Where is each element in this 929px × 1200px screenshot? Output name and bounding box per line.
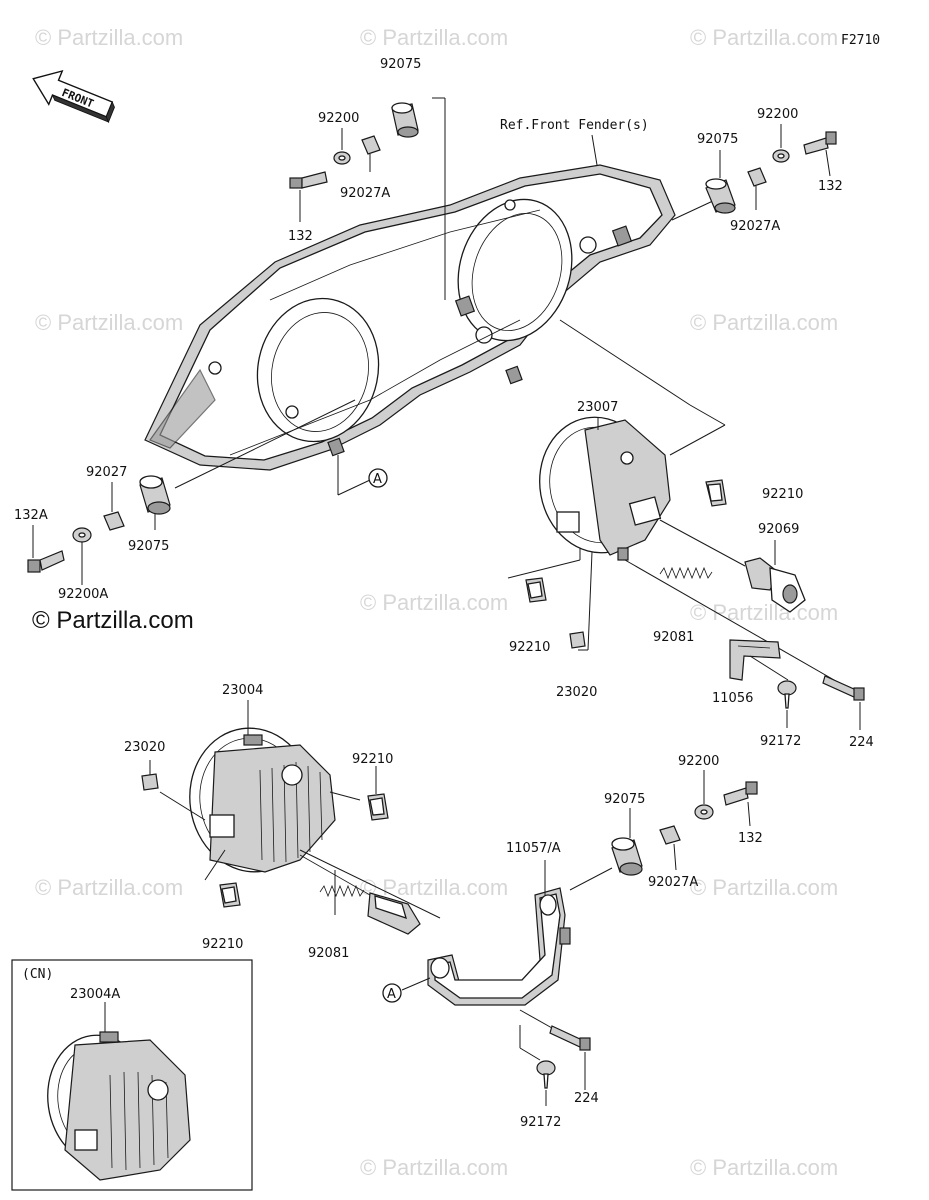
part-label[interactable]: 23007 [577,400,618,415]
watermark: © Partzilla.com [35,875,183,900]
callout-a-upper [368,468,388,488]
clip-92210-upper-left [525,577,547,603]
part-label[interactable]: 92200A [58,587,108,602]
watermark: © Partzilla.com [35,25,183,50]
spring-92081-upper [659,566,713,580]
part-label[interactable]: 92210 [202,937,243,952]
clip-92210-lower-left [219,882,241,908]
bolt-132A-left [27,550,65,573]
bolt-132-lower [723,781,758,806]
watermark: © Partzilla.com [690,1155,838,1180]
part-label[interactable]: 92172 [520,1115,561,1130]
grommet-92075-top-right [705,178,736,214]
part-label[interactable]: 92075 [128,539,169,554]
grommet-92075-lower [611,837,643,876]
part-labels: 92075 92200 92027A 132 92200 92075 132 9… [14,57,874,1130]
part-label[interactable]: 11057/A [506,841,561,856]
collar-92027-left [103,511,125,531]
collar-92027A-lower [659,825,681,845]
watermark-group: © Partzilla.com © Partzilla.com © Partzi… [32,25,838,1180]
part-label[interactable]: 92027 [86,465,127,480]
part-label[interactable]: 92200 [757,107,798,122]
harness-connector-lower [299,854,421,935]
inset-box-cn [11,959,253,1191]
part-label[interactable]: 132 [288,229,313,244]
part-label[interactable]: 132A [14,508,48,523]
part-label[interactable]: 23004A [70,987,120,1002]
part-label[interactable]: 92210 [352,752,393,767]
watermark: © Partzilla.com [360,590,508,615]
washer-92200A-left [72,527,92,543]
part-label[interactable]: 92027A [648,875,698,890]
headlight-unit-23004 [189,727,336,873]
watermark: © Partzilla.com [360,25,508,50]
part-label[interactable]: 92172 [760,734,801,749]
part-label[interactable]: 92069 [758,522,799,537]
part-label[interactable]: 224 [849,735,874,750]
screw-92172-upper [777,680,797,709]
stay-bracket-11057A [427,887,571,1006]
watermark: © Partzilla.com [690,25,838,50]
callout-a-lower-label: A [387,987,396,1002]
clip-92210-lower-right [367,793,389,821]
washer-92200-lower [694,804,714,820]
headlight-unit-23004A [47,1031,191,1181]
part-label[interactable]: 92075 [697,132,738,147]
part-label[interactable]: 23020 [124,740,165,755]
nut-23020-lower [141,773,159,791]
grommet-92075-top-left [391,102,419,138]
part-label[interactable]: 92200 [318,111,359,126]
washer-92200-top-left [333,151,351,165]
watermark: © Partzilla.com [690,875,838,900]
reference-note: Ref.Front Fender(s) [500,118,649,133]
watermark: © Partzilla.com [35,310,183,335]
clip-92210-upper-right [705,479,727,507]
nut-23020-upper [569,631,586,649]
grommet-92075-left [139,475,171,515]
screw-92172-lower [536,1060,556,1089]
part-label[interactable]: 92075 [604,792,645,807]
headlight-unit-23007 [539,416,671,561]
bolt-132-top-left [289,171,328,189]
bulb-92069 [744,557,806,613]
part-label[interactable]: 11056 [712,691,753,706]
part-label[interactable]: 92027A [730,219,780,234]
part-label[interactable]: 92210 [762,487,803,502]
watermark: © Partzilla.com [360,1155,508,1180]
part-label[interactable]: 132 [818,179,843,194]
collar-92027A-top-right [747,167,767,187]
headlight-housing-cowl [144,164,676,471]
watermark: © Partzilla.com [360,875,508,900]
part-label[interactable]: 92075 [380,57,421,72]
inset-label: (CN) [22,967,53,982]
part-label[interactable]: 23004 [222,683,263,698]
watermark: © Partzilla.com [690,310,838,335]
washer-92200-top-right [772,149,790,163]
watermark: © Partzilla.com [690,600,838,625]
part-label[interactable]: 224 [574,1091,599,1106]
bolt-224-lower [549,1025,591,1051]
part-label[interactable]: 92210 [509,640,550,655]
front-direction-arrow-icon: FRONT [32,69,115,124]
callout-a-lower [382,983,402,1003]
part-label[interactable]: 132 [738,831,763,846]
bolt-132-top-right [803,131,837,155]
watermark-strong: © Partzilla.com [32,607,194,634]
part-label[interactable]: 92027A [340,186,390,201]
part-label[interactable]: 23020 [556,685,597,700]
figure-code: F2710 [841,33,880,48]
bolt-224-upper [822,675,865,701]
callout-a-upper-label: A [373,472,382,487]
part-label[interactable]: 92200 [678,754,719,769]
part-label[interactable]: 92081 [653,630,694,645]
part-label[interactable]: 92081 [308,946,349,961]
spring-92081-lower [319,884,365,898]
collar-92027A-top-left [361,135,381,155]
bracket-11056 [729,639,781,681]
